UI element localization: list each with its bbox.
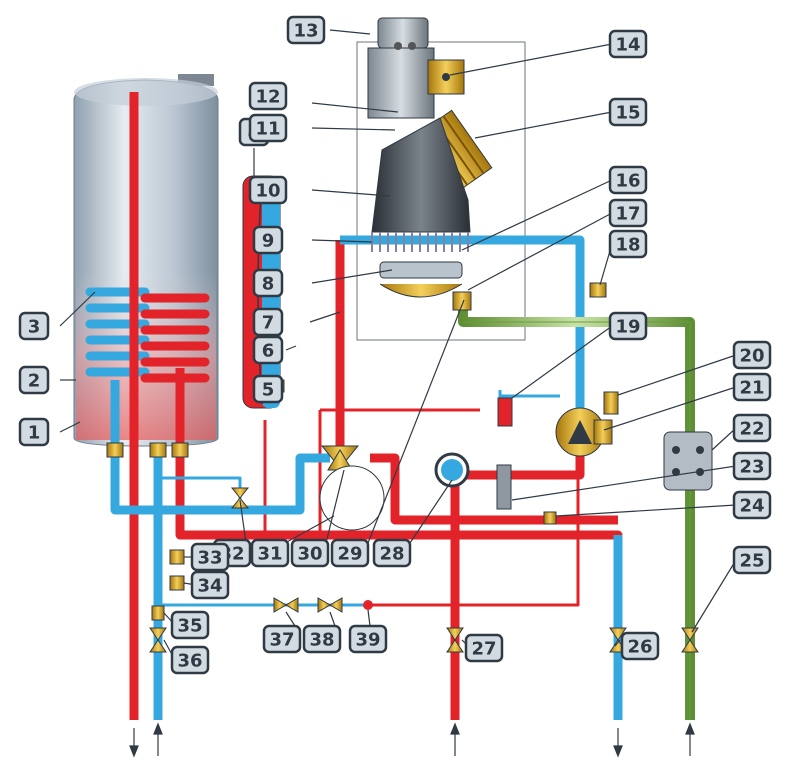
callout-8: 8 (252, 268, 284, 298)
callout-25: 25 (732, 545, 772, 575)
callout-38: 38 (302, 624, 342, 654)
callout-label: 16 (615, 171, 640, 192)
fittings (106, 282, 607, 621)
callout-2: 2 (18, 365, 50, 395)
callout-label: 11 (255, 119, 280, 140)
air-vent (603, 391, 619, 415)
callout-label: 25 (739, 551, 764, 572)
callout-label: 18 (615, 235, 640, 256)
callout-label: 9 (262, 231, 275, 252)
callout-label: 34 (197, 576, 222, 597)
callout-16: 16 (608, 165, 648, 195)
callout-label: 6 (262, 341, 275, 362)
callout-label: 37 (269, 630, 294, 651)
callouts: 1234567891011121314151617181920212223242… (18, 15, 772, 675)
callout-label: 39 (355, 630, 380, 651)
callout-18: 18 (608, 229, 648, 259)
callout-29: 29 (330, 538, 370, 568)
callout-label: 7 (262, 313, 275, 334)
callout-12: 12 (248, 81, 288, 111)
callout-7: 7 (252, 307, 284, 337)
callout-label: 15 (615, 103, 640, 124)
callout-label: 38 (309, 630, 334, 651)
callout-10: 10 (248, 175, 288, 205)
leader-lines (59, 29, 737, 661)
callout-35: 35 (170, 610, 210, 640)
callout-9: 9 (252, 225, 284, 255)
shutoff-valves (149, 487, 699, 653)
callout-22: 22 (732, 413, 772, 443)
flue-outlet (367, 17, 435, 119)
callout-label: 24 (739, 496, 764, 517)
callout-label: 30 (297, 544, 322, 565)
callout-36: 36 (170, 645, 210, 675)
callout-11: 11 (248, 113, 288, 143)
gas-valve (663, 431, 713, 491)
callout-label: 17 (615, 204, 640, 225)
callout-label: 14 (615, 35, 640, 56)
callout-label: 21 (739, 378, 764, 399)
callout-39: 39 (348, 624, 388, 654)
callout-13: 13 (286, 15, 326, 45)
callout-34: 34 (190, 570, 230, 600)
callout-15: 15 (608, 97, 648, 127)
callout-label: 3 (28, 317, 41, 338)
callout-label: 10 (255, 181, 280, 202)
callout-label: 8 (262, 274, 275, 295)
flow-arrows (129, 722, 695, 758)
callout-28: 28 (372, 538, 412, 568)
callout-label: 26 (627, 637, 652, 658)
callout-label: 36 (177, 651, 202, 672)
callout-label: 28 (379, 544, 404, 565)
pressure-switch (497, 397, 513, 427)
callout-label: 35 (177, 616, 202, 637)
callout-17: 17 (608, 198, 648, 228)
callout-3: 3 (18, 311, 50, 341)
callout-23: 23 (732, 451, 772, 481)
callout-label: 31 (257, 544, 282, 565)
callout-14: 14 (608, 29, 648, 59)
callout-label: 23 (739, 457, 764, 478)
three-way-valve (319, 445, 385, 531)
callout-label: 19 (615, 317, 640, 338)
callout-label: 13 (293, 21, 318, 42)
callout-label: 12 (255, 87, 280, 108)
pressure-gauge (434, 452, 512, 510)
callout-label: 5 (262, 380, 275, 401)
callout-27: 27 (464, 633, 504, 663)
callout-label: 1 (28, 423, 41, 444)
combustion-hood (371, 117, 471, 233)
callout-30: 30 (290, 538, 330, 568)
callout-19: 19 (608, 311, 648, 341)
circulation-pump (555, 407, 613, 457)
callout-21: 21 (732, 372, 772, 402)
callout-31: 31 (250, 538, 290, 568)
callout-6: 6 (252, 335, 284, 365)
callout-label: 22 (739, 419, 764, 440)
callout-37: 37 (262, 624, 302, 654)
callout-label: 33 (197, 548, 222, 569)
callout-20: 20 (732, 340, 772, 370)
fan (427, 59, 465, 95)
callout-1: 1 (18, 417, 50, 447)
callout-24: 24 (732, 490, 772, 520)
callout-label: 2 (28, 371, 41, 392)
storage-tank (73, 74, 219, 447)
callout-33: 33 (190, 542, 230, 572)
callout-label: 27 (471, 639, 496, 660)
callout-label: 29 (337, 544, 362, 565)
callout-5: 5 (252, 374, 284, 404)
callout-26: 26 (620, 631, 660, 661)
callout-label: 20 (739, 346, 764, 367)
burner (379, 261, 472, 311)
